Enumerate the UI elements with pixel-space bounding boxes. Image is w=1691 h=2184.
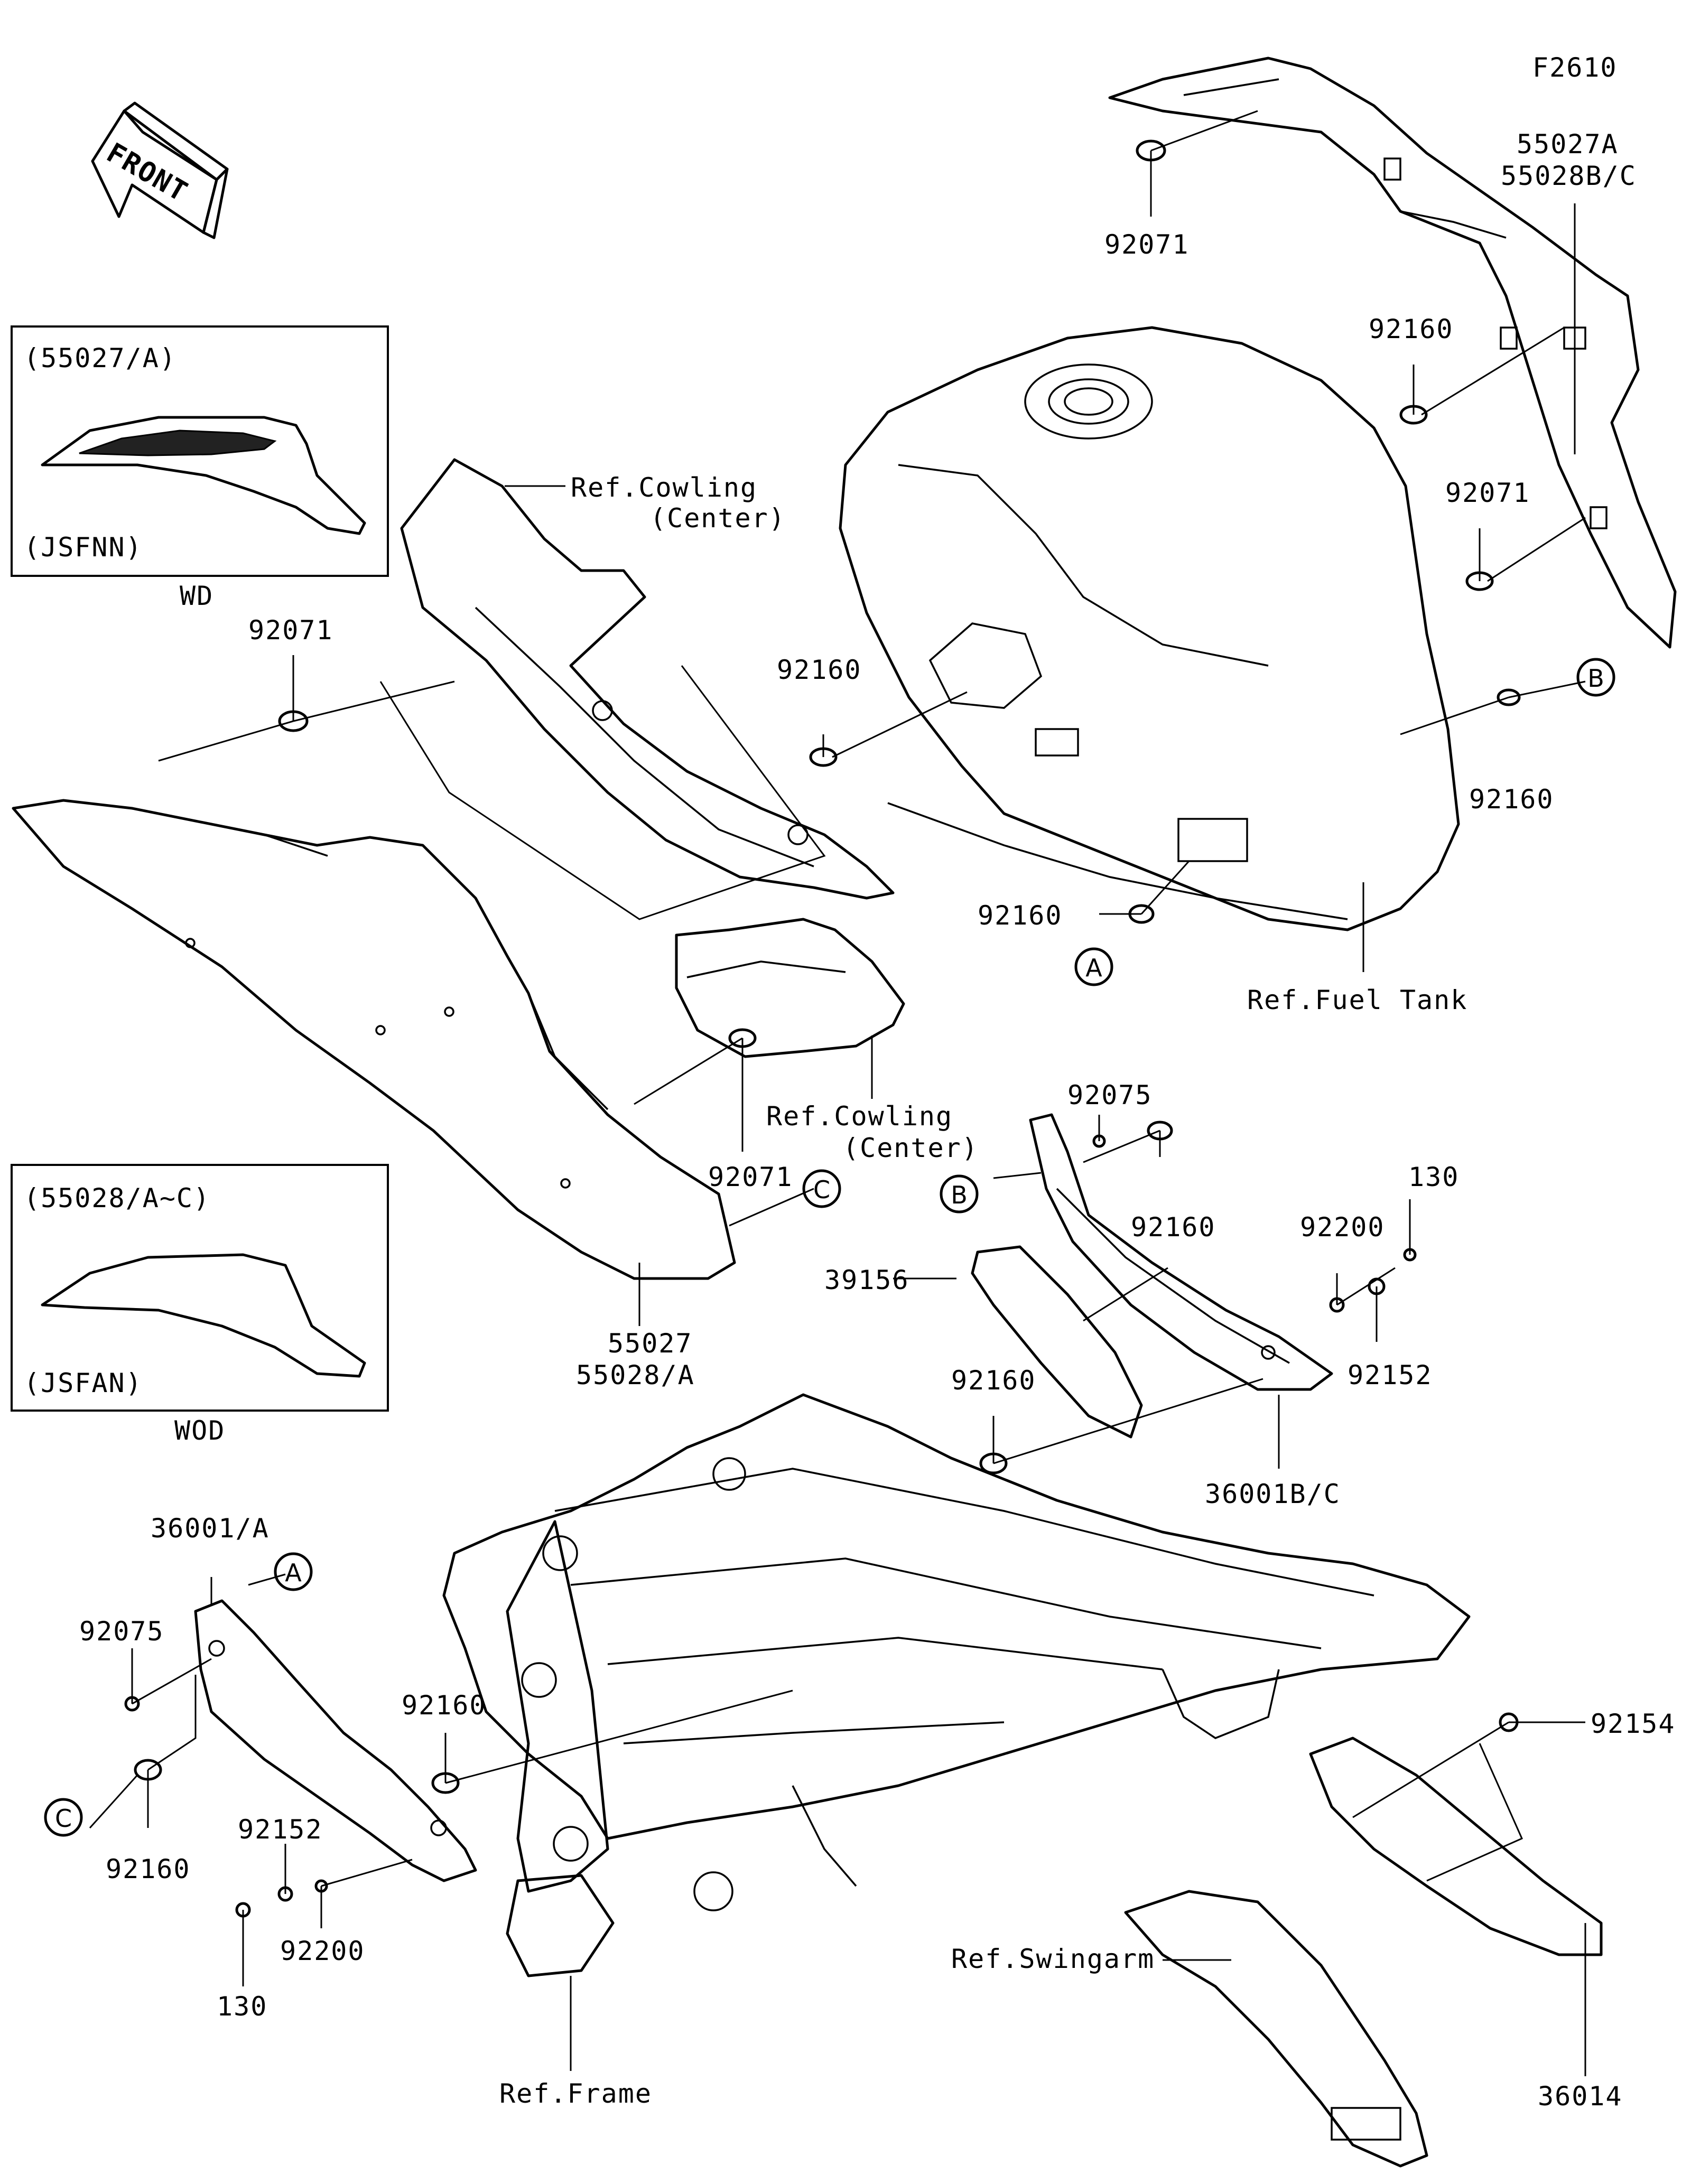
label-92160-right-top: 92160 (1369, 314, 1454, 344)
svg-text:B: B (1587, 664, 1604, 693)
svg-text:B: B (951, 1181, 968, 1209)
pad-39156 (971, 1245, 1143, 1439)
callout-c-left: C (44, 1798, 83, 1837)
label-92160-frame-left: 92160 (402, 1690, 487, 1721)
label-92160-c: 92160 (106, 1854, 191, 1884)
side-cover-upper-right (1108, 57, 1677, 649)
bracket-36001a (194, 1599, 477, 1882)
callout-a-left: A (274, 1552, 313, 1591)
front-arrow-label: FRONT (101, 137, 193, 208)
label-55028bc: 55028B/C (1501, 161, 1637, 191)
callout-b-bracket: B (940, 1174, 979, 1214)
inset-wod: (55028/A~C) (JSFAN) WOD (11, 1164, 389, 1446)
label-92152-left: 92152 (238, 1814, 323, 1845)
swingarm (1124, 1890, 1428, 2168)
label-92075-left: 92075 (79, 1616, 164, 1647)
label-ref-cowling-1: Ref.Cowling (571, 472, 757, 503)
label-92160-frame-top: 92160 (951, 1365, 1036, 1396)
figure-code: F2610 (1532, 52, 1618, 83)
cowling-bracket-upper (400, 458, 895, 900)
inset-wod-code: (55028/A~C) (24, 1183, 210, 1214)
inset-wod-cover-icon (41, 1253, 366, 1378)
label-36001a: 36001/A (151, 1513, 270, 1544)
callout-b-right: B (1576, 658, 1615, 697)
chain-guard-36014 (1309, 1737, 1603, 1956)
cowling-piece-lower (675, 918, 905, 1058)
label-130-top: 130 (1408, 1162, 1459, 1192)
leader-lines (89, 110, 1586, 2076)
label-ref-cowling-2-center: (Center) (843, 1133, 979, 1163)
label-92152-top: 92152 (1348, 1360, 1433, 1390)
label-ref-cowling-2: Ref.Cowling (766, 1101, 953, 1132)
svg-text:C: C (55, 1804, 72, 1833)
label-55027: 55027 (608, 1328, 693, 1359)
label-ref-fuel-tank: Ref.Fuel Tank (1247, 985, 1467, 1015)
inset-wd-code: (55027/A) (24, 343, 176, 374)
front-arrow-icon: FRONT (91, 101, 229, 239)
inset-wod-caption: WOD (174, 1415, 225, 1446)
label-92160-tank-left: 92160 (777, 655, 862, 685)
label-130-left: 130 (217, 1991, 267, 2022)
label-92200-top: 92200 (1300, 1212, 1385, 1243)
label-92160-b-right: 92160 (1469, 784, 1554, 815)
svg-text:A: A (285, 1558, 302, 1587)
label-ref-swingarm: Ref.Swingarm (951, 1944, 1155, 1974)
label-92075-top: 92075 (1067, 1080, 1153, 1110)
label-55027a: 55027A (1517, 129, 1619, 160)
fuel-tank (839, 326, 1460, 931)
label-ref-frame: Ref.Frame (499, 2078, 652, 2109)
label-92071-right: 92071 (1445, 478, 1530, 508)
inset-wd-caption: WD (180, 581, 213, 611)
inset-wod-variant: (JSFAN) (24, 1368, 143, 1398)
part-labels: 55027A 55028B/C 92071 92160 92071 Ref.Co… (79, 129, 1676, 2112)
label-ref-cowling-1-center: (Center) (650, 503, 786, 534)
svg-text:A: A (1085, 954, 1102, 982)
label-55028a: 55028/A (576, 1360, 695, 1390)
inset-wd-variant: (JSFNN) (24, 532, 143, 563)
label-39156: 39156 (824, 1265, 909, 1295)
svg-text:C: C (813, 1175, 830, 1204)
label-92200-left: 92200 (280, 1936, 365, 1966)
label-92160-a: 92160 (978, 900, 1063, 931)
label-92071-left: 92071 (248, 615, 333, 646)
side-cover-main (12, 799, 736, 1280)
bracket-36001bc (1029, 1113, 1333, 1391)
label-36001bc: 36001B/C (1205, 1479, 1341, 1509)
callout-a-tank: A (1074, 947, 1113, 986)
callout-c-mid: C (802, 1169, 841, 1208)
inset-wd: (55027/A) (JSFNN) WD (11, 325, 389, 611)
label-92160-bracket: 92160 (1131, 1212, 1216, 1243)
label-92154: 92154 (1591, 1709, 1676, 1739)
label-92071-top: 92071 (1104, 229, 1190, 260)
label-92071-mid: 92071 (708, 1162, 793, 1192)
label-36014: 36014 (1538, 2081, 1623, 2112)
